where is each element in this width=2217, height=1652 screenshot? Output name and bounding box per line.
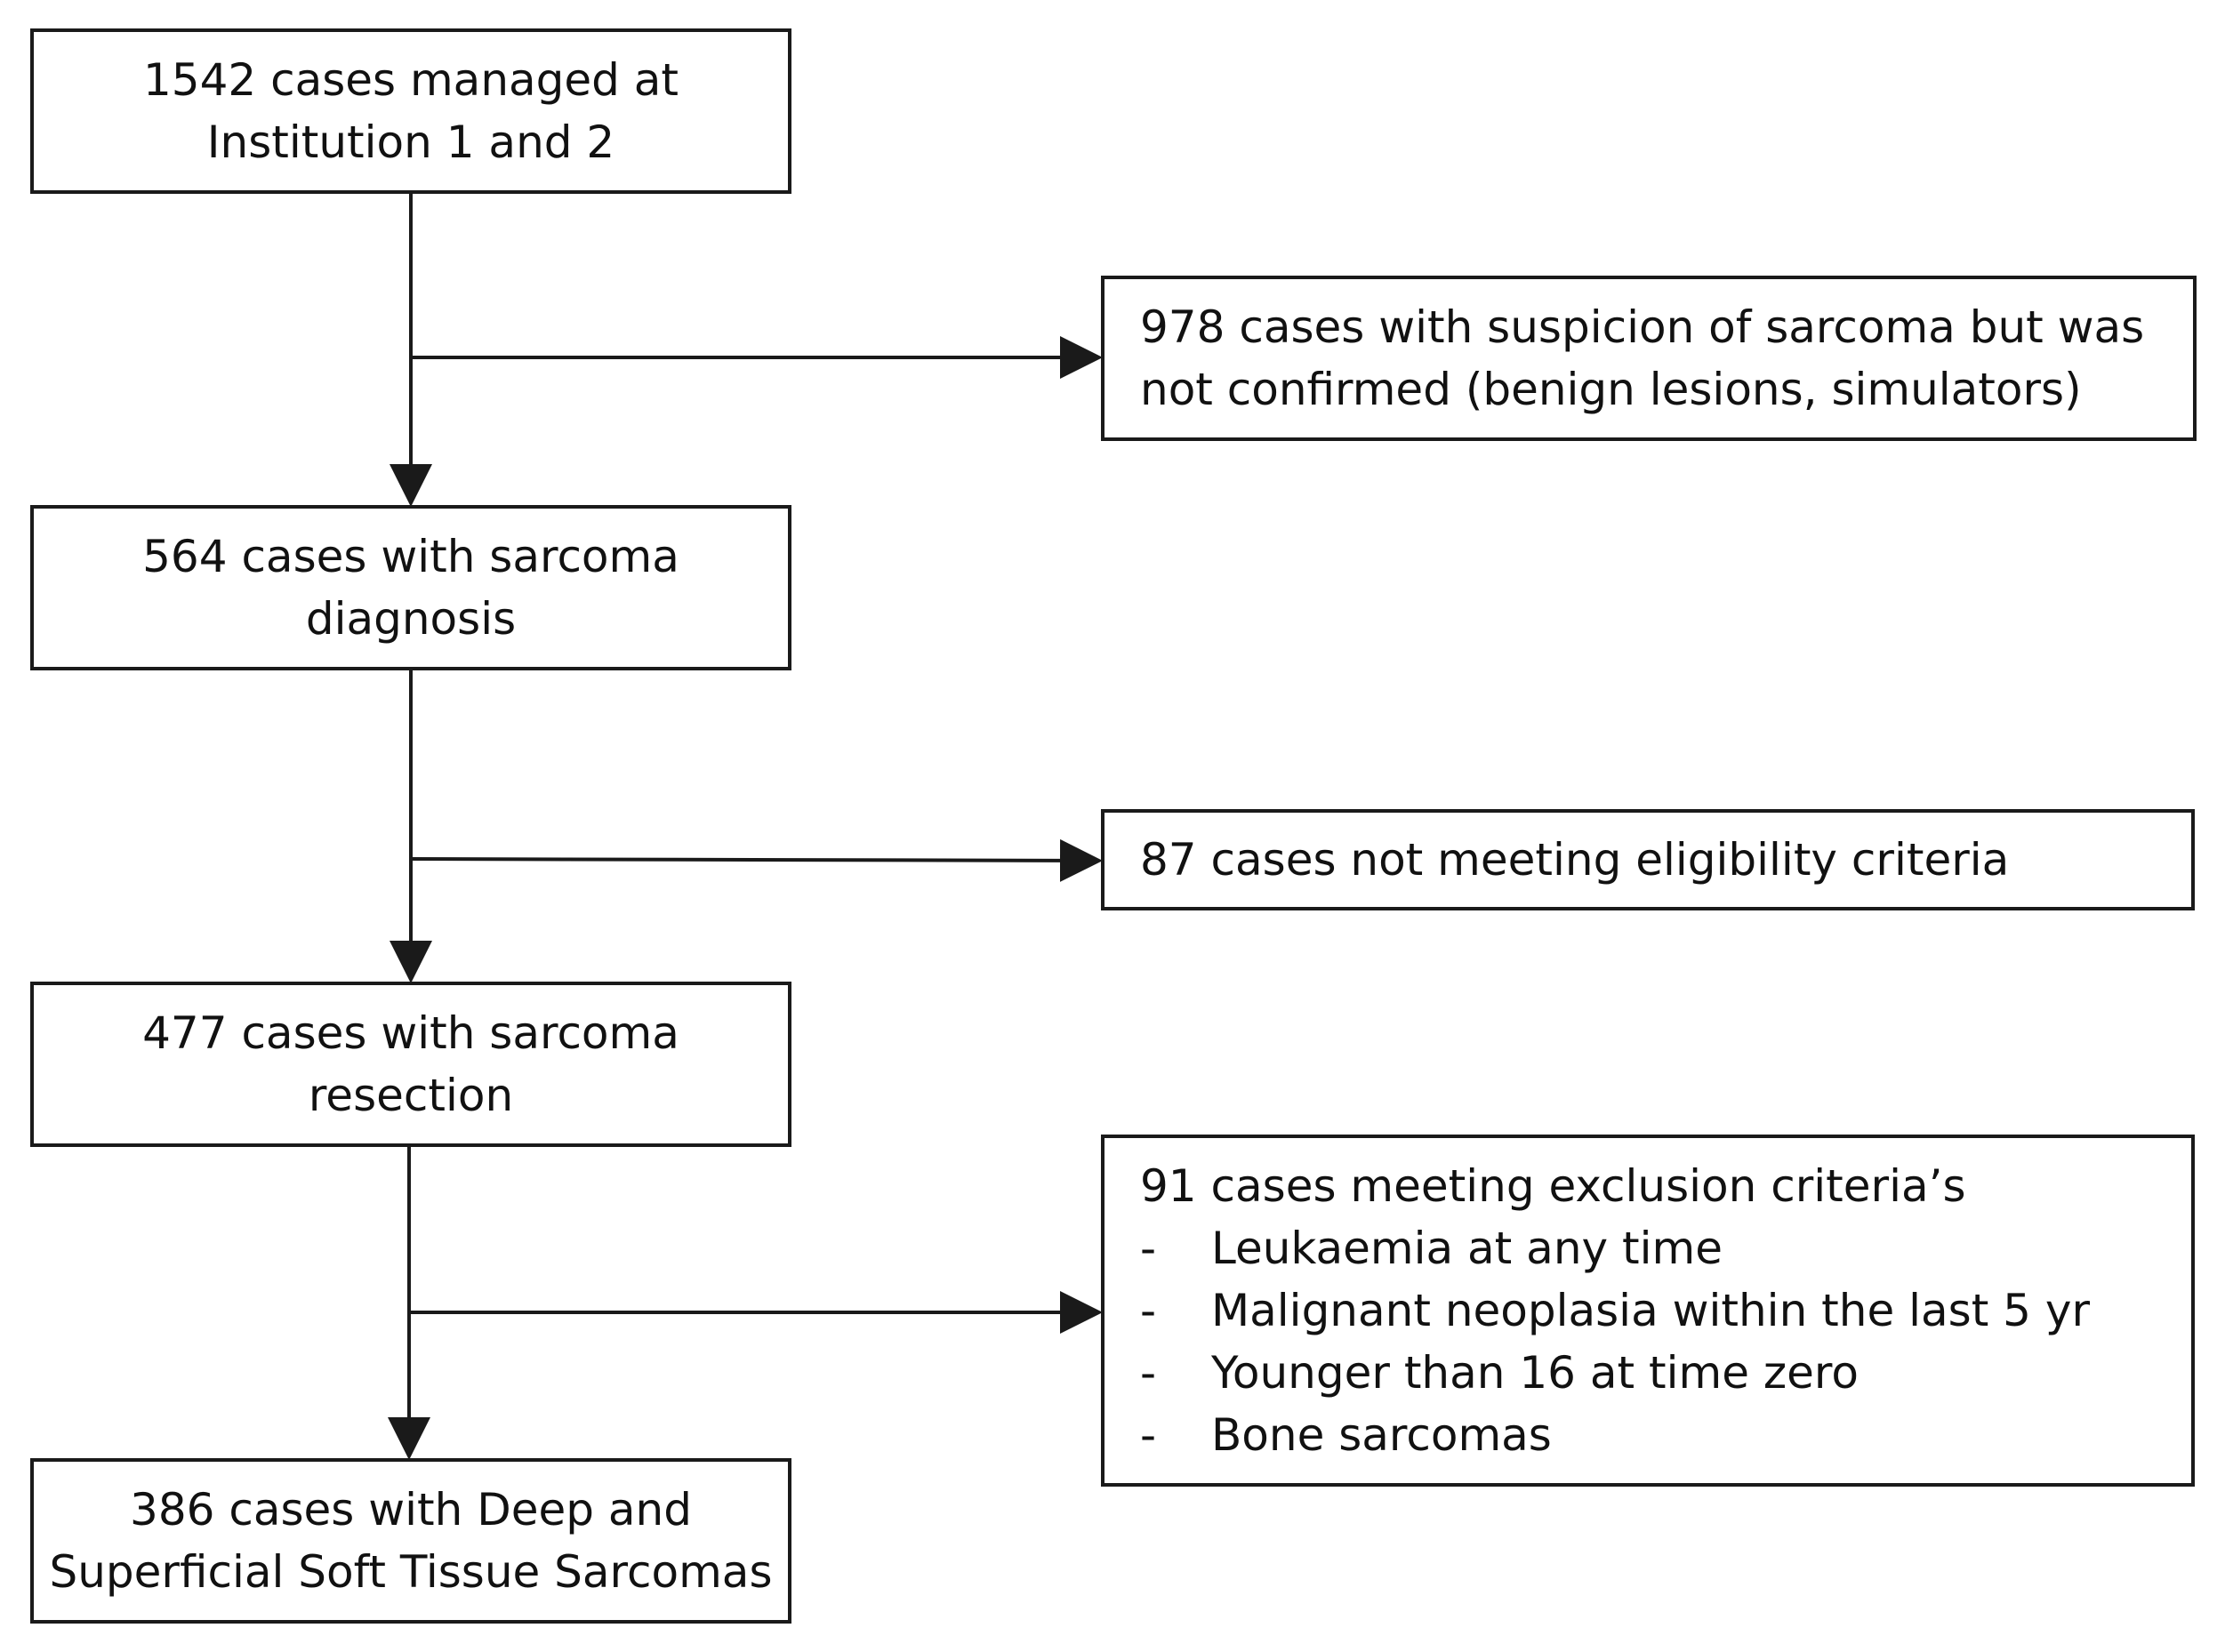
exclusion-box-2: 87 cases not meeting eligibility criteri… [1101,809,2195,910]
exclusion-criteria-item: - Bone sarcomas [1140,1404,2191,1466]
bullet-dash: - [1140,1285,1157,1336]
flow-box-step4-line2: Superficial Soft Tissue Sarcomas [49,1546,773,1598]
flow-box-step4: 386 cases with Deep and Superficial Soft… [30,1458,791,1624]
bullet-dash: - [1140,1223,1157,1274]
exclusion-criteria-item: - Younger than 16 at time zero [1140,1342,2191,1404]
flow-box-step2-line1: 564 cases with sarcoma [142,531,679,582]
exclusion-criteria-item: - Malignant neoplasia within the last 5 … [1140,1279,2191,1342]
arrow-to-exclusion-2 [410,838,1103,882]
flow-box-step1-line1: 1542 cases managed at [142,54,679,106]
exclusion-criteria-item: - Leukaemia at any time [1140,1217,2191,1279]
exclusion-criteria-text: Younger than 16 at time zero [1211,1347,1859,1399]
flow-box-step2-line2: diagnosis [305,593,517,645]
exclusion-box-3-heading: 91 cases meeting exclusion criteria’s [1140,1160,1966,1212]
exclusion-box-1-line1: 978 cases with suspicion of sarcoma but … [1140,301,2145,353]
flow-box-step1-line2: Institution 1 and 2 [206,116,615,168]
flow-box-step4-line1: 386 cases with Deep and [130,1484,692,1536]
bullet-dash: - [1140,1347,1157,1399]
flow-box-step2: 564 cases with sarcoma diagnosis [30,505,791,670]
exclusion-criteria-text: Malignant neoplasia within the last 5 yr [1211,1285,2091,1336]
exclusion-criteria-text: Leukaemia at any time [1211,1223,1723,1274]
bullet-dash: - [1140,1409,1157,1461]
flow-box-step1: 1542 cases managed at Institution 1 and … [30,28,791,194]
exclusion-box-1-line2: not confirmed (benign lesions, simulator… [1140,364,2082,415]
flow-box-step3-line2: resection [308,1070,514,1121]
exclusion-box-2-line1: 87 cases not meeting eligibility criteri… [1140,834,2010,886]
flow-box-step3: 477 cases with sarcoma resection [30,982,791,1147]
exclusion-box-3: 91 cases meeting exclusion criteria’s - … [1101,1135,2195,1487]
exclusion-box-1: 978 cases with suspicion of sarcoma but … [1101,276,2197,441]
exclusion-criteria-text: Bone sarcomas [1211,1409,1552,1461]
flow-box-step3-line1: 477 cases with sarcoma [142,1007,679,1059]
